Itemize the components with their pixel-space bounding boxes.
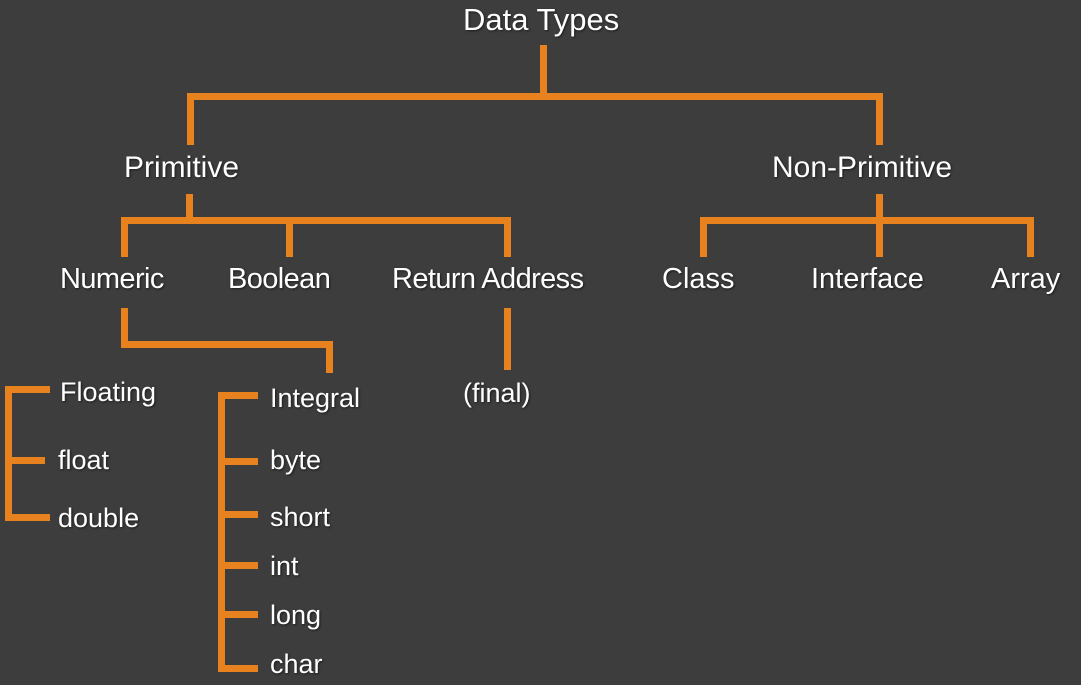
connector-floating-spine	[5, 386, 12, 521]
connector-drop-return-address	[504, 217, 511, 257]
connector-primitive-bar	[121, 217, 511, 224]
node-float: float	[58, 445, 110, 475]
connector-return-address-stem	[504, 308, 511, 370]
node-data-types: Data Types	[463, 2, 620, 37]
connector-integral-stub-int	[218, 562, 258, 569]
connector-drop-numeric	[121, 217, 128, 257]
node-array: Array	[991, 263, 1061, 295]
node-char: char	[270, 649, 323, 679]
connector-drop-array	[1027, 217, 1034, 257]
node-primitive: Primitive	[124, 151, 240, 184]
connector-integral-stub-long	[218, 611, 258, 618]
connector-drop-nonprimitive	[876, 93, 883, 145]
node-byte: byte	[270, 445, 322, 475]
node-final: (final)	[463, 378, 531, 408]
connector-numeric-stem	[121, 308, 128, 348]
connector-drop-primitive	[187, 93, 194, 145]
connector-drop-boolean	[286, 217, 293, 257]
connector-floating-stub-float	[5, 457, 45, 464]
node-interface: Interface	[811, 263, 924, 295]
connector-root-stem	[540, 45, 547, 97]
connector-drop-interface	[876, 217, 883, 257]
connector-integral-stub-char	[218, 665, 258, 672]
connector-numeric-bar	[121, 341, 333, 348]
connector-integral-stub-short	[218, 511, 258, 518]
connector-floating-stub-floating	[5, 386, 50, 393]
connector-floating-stub-double	[5, 514, 50, 521]
node-double: double	[58, 503, 140, 533]
node-numeric: Numeric	[60, 263, 164, 295]
connector-integral-spine	[218, 392, 225, 672]
connector-integral-stub-byte	[218, 458, 258, 465]
node-return-address: Return Address	[392, 263, 584, 295]
node-int: int	[270, 551, 299, 581]
connector-integral-stub-integral	[218, 392, 258, 399]
node-non-primitive: Non-Primitive	[772, 151, 953, 184]
connector-drop-integral	[326, 341, 333, 373]
node-integral: Integral	[270, 383, 361, 413]
node-floating: Floating	[60, 377, 157, 407]
connector-nonprimitive-bar	[700, 217, 1034, 224]
connector-nonprimitive-stem	[876, 194, 883, 220]
connector-primitive-stem	[186, 194, 193, 220]
connector-drop-class	[700, 217, 707, 257]
node-long: long	[270, 600, 322, 630]
connector-level2-bar	[187, 93, 883, 100]
node-class: Class	[662, 263, 735, 295]
node-boolean: Boolean	[228, 263, 331, 295]
node-short: short	[270, 502, 331, 532]
